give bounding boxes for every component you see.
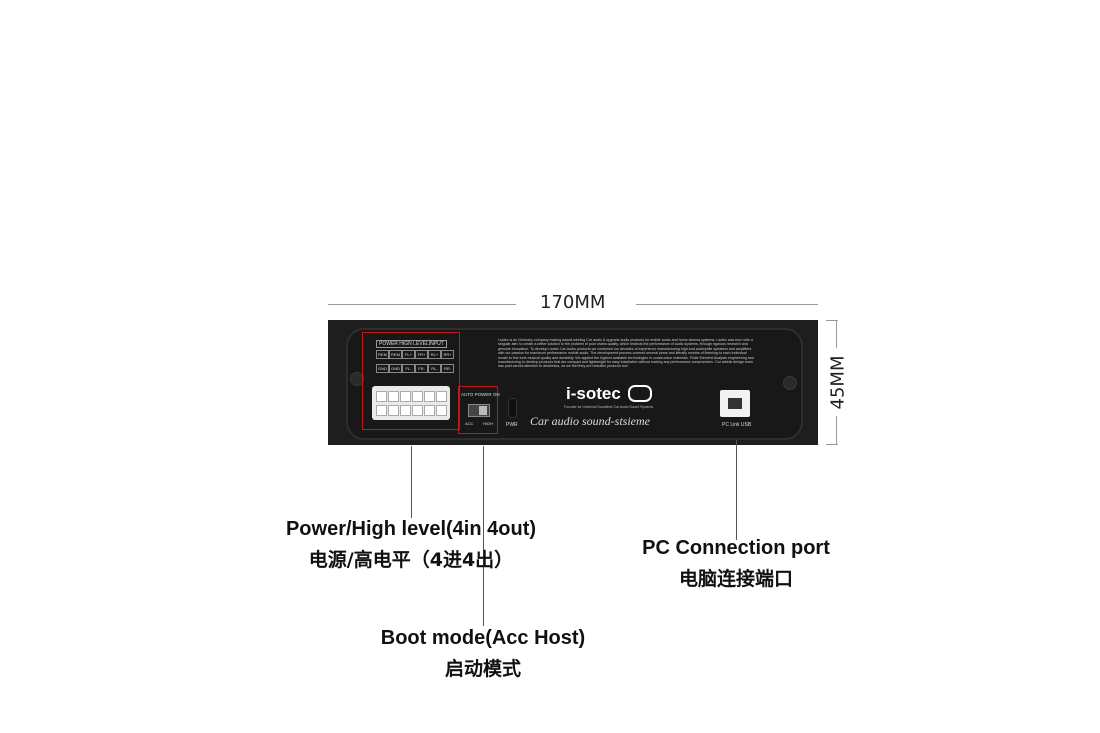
power-callout: Power/High level(4in 4out) 电源/高电平（4进4出） xyxy=(276,518,546,572)
brand-logo: i-sotec xyxy=(566,384,652,404)
boot-callout-cn: 启动模式 xyxy=(444,658,521,680)
screw-right xyxy=(783,376,797,390)
pc-callout-en: PC Connection port xyxy=(642,537,830,559)
connector-pin xyxy=(400,391,411,402)
pc-callout-cn: 电脑连接端口 xyxy=(678,568,793,590)
pc-link-usb-port[interactable] xyxy=(720,390,750,417)
connector-pin xyxy=(388,405,399,416)
boot-callout-line xyxy=(483,446,484,626)
boot-mode-switch-knob xyxy=(479,406,487,415)
auto-power-label: AUTO POWER ON xyxy=(461,392,500,397)
connector-pin xyxy=(412,391,423,402)
usb-label: PC Link USB xyxy=(722,422,752,428)
pin-label: GND xyxy=(389,364,402,373)
boot-mode-switch[interactable] xyxy=(468,404,490,417)
pc-callout-line xyxy=(736,440,737,540)
connector-pin xyxy=(424,405,435,416)
brand-emblem-icon xyxy=(627,385,652,403)
brand-tagline: Founder for Universal Soundline Car Audi… xyxy=(564,405,654,409)
pwr-label: PWR xyxy=(506,422,518,428)
height-dimension-line-top xyxy=(836,320,837,348)
power-input-connector[interactable] xyxy=(372,386,450,420)
acc-label: ACC xyxy=(465,421,474,426)
pin-label: FL+ xyxy=(402,350,415,359)
height-dimension-line-bottom xyxy=(836,416,837,444)
brand-name: i-sotec xyxy=(566,384,621,403)
pin-label: RR+ xyxy=(441,350,454,359)
usb-port-icon xyxy=(728,398,742,409)
boot-callout-en: Boot mode(Acc Host) xyxy=(380,627,586,649)
power-input-highlight xyxy=(362,332,460,430)
pin-label: REM xyxy=(376,350,389,359)
connector-pin xyxy=(388,391,399,402)
connector-pin xyxy=(376,405,387,416)
connector-pin xyxy=(376,391,387,402)
height-dimension-label: 45MM xyxy=(827,355,849,410)
boot-mode-highlight xyxy=(458,386,498,434)
pin-label: REM xyxy=(389,350,402,359)
high-label: HIGH xyxy=(483,421,493,426)
panel-inner-frame xyxy=(346,328,803,440)
connector-pin xyxy=(436,405,447,416)
width-dimension-line-left xyxy=(328,304,516,305)
power-callout-cn: 电源/高电平（4进4出） xyxy=(308,549,514,571)
pin-label: RR- xyxy=(441,364,454,373)
power-led-indicator xyxy=(508,398,517,418)
pc-callout: PC Connection port 电脑连接端口 xyxy=(636,537,836,591)
power-callout-en: Power/High level(4in 4out) xyxy=(285,518,537,540)
pin-label: RL- xyxy=(428,364,441,373)
power-input-header: POWER HIGN LEVELINPUT xyxy=(376,340,447,348)
power-callout-line xyxy=(411,446,412,518)
connector-pin xyxy=(436,391,447,402)
pin-label: FL- xyxy=(402,364,415,373)
boot-callout: Boot mode(Acc Host) 启动模式 xyxy=(372,627,594,681)
height-dimension-tick-bottom xyxy=(826,444,838,445)
pin-label: GND xyxy=(376,364,389,373)
pin-label: FR+ xyxy=(415,350,428,359)
connector-pin xyxy=(400,405,411,416)
width-dimension-label: 170MM xyxy=(540,292,606,313)
device-panel: POWER HIGN LEVELINPUT REM REM FL+ FR+ RL… xyxy=(328,320,818,445)
pin-label: FR- xyxy=(415,364,428,373)
connector-pin xyxy=(424,391,435,402)
height-dimension-tick-top xyxy=(826,320,838,321)
slogan: Car audio sound-stsieme xyxy=(530,414,650,428)
pin-label: RL+ xyxy=(428,350,441,359)
connector-pin xyxy=(412,405,423,416)
width-dimension-line-right xyxy=(636,304,818,305)
company-description: i-sotec is an Germany company making awa… xyxy=(498,338,754,369)
screw-left xyxy=(350,372,364,386)
